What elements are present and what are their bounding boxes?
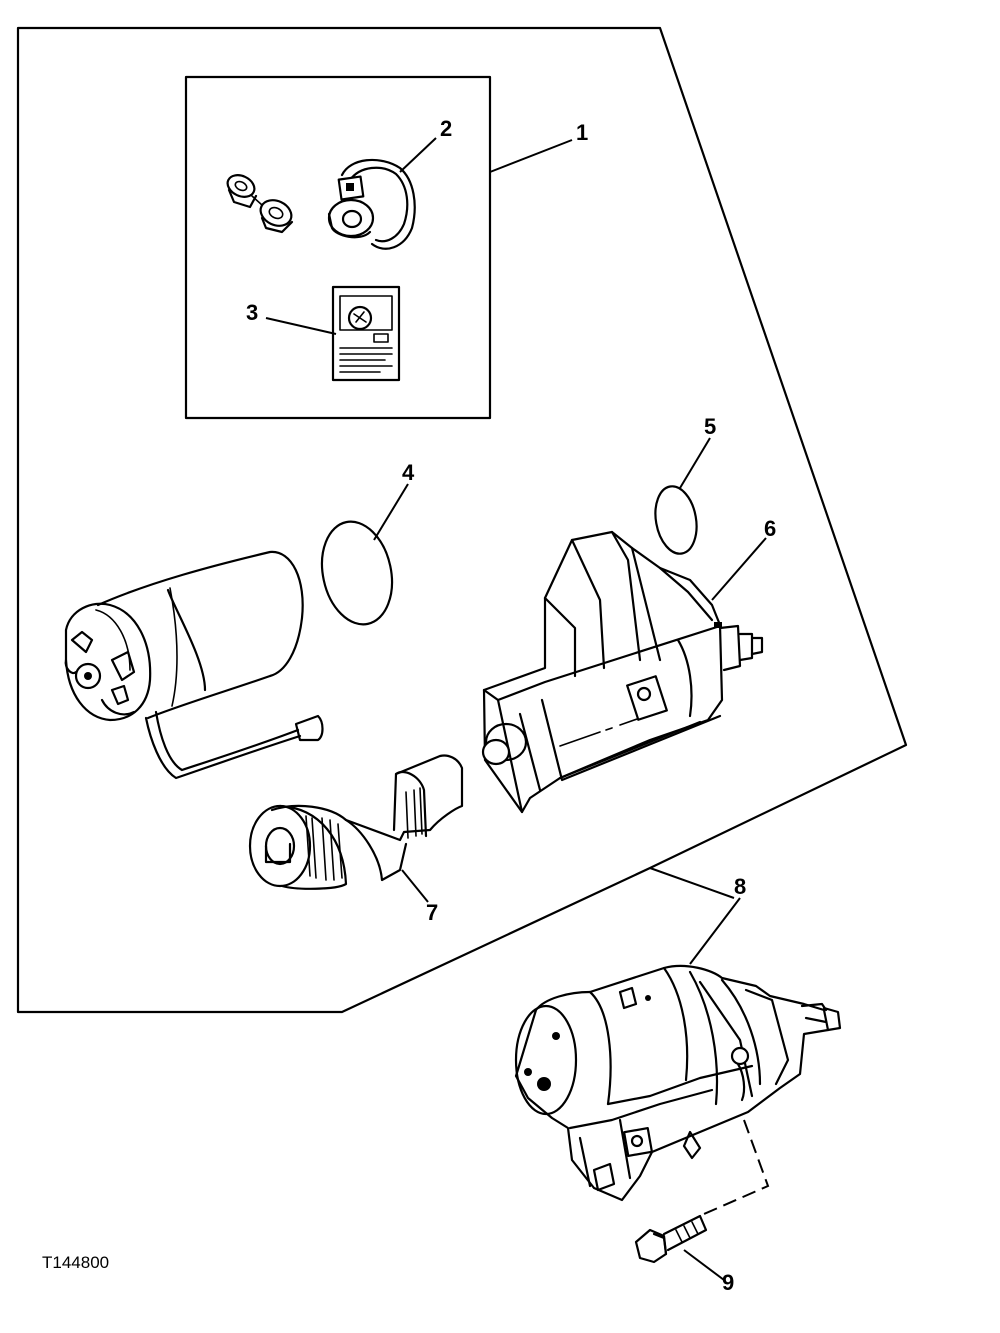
leader-2 — [399, 137, 437, 173]
small-o-ring — [654, 485, 698, 555]
leader-7 — [401, 869, 429, 903]
leader-6 — [711, 537, 767, 601]
callout-5: 5 — [704, 414, 716, 439]
instruction-sheet — [331, 285, 401, 382]
drive-pinion-clutch — [248, 754, 464, 890]
callout-8: 8 — [734, 874, 746, 899]
leader-1 — [489, 139, 573, 173]
motor-housing — [64, 550, 324, 780]
hex-nuts — [226, 174, 294, 234]
installation-dashed-line — [703, 1119, 770, 1215]
callout-1: 1 — [576, 120, 588, 145]
leader-4 — [373, 483, 409, 541]
mounting-bolt — [634, 1214, 708, 1264]
callout-4: 4 — [402, 460, 415, 485]
small-parts-kit-box — [184, 75, 492, 420]
callout-7: 7 — [426, 900, 438, 925]
callout-2: 2 — [440, 116, 452, 141]
figure-reference: T144800 — [42, 1253, 109, 1272]
leader-8 — [649, 867, 741, 965]
leader-5 — [679, 437, 711, 489]
leader-9 — [683, 1249, 725, 1281]
large-o-ring — [320, 520, 394, 626]
callout-3: 3 — [246, 300, 258, 325]
callout-9: 9 — [722, 1270, 734, 1295]
solenoid-frame-assembly — [481, 530, 764, 814]
leader-3 — [265, 317, 337, 335]
terminal-ring-part — [327, 158, 416, 250]
complete-starter-motor — [514, 964, 842, 1202]
callout-6: 6 — [764, 516, 776, 541]
